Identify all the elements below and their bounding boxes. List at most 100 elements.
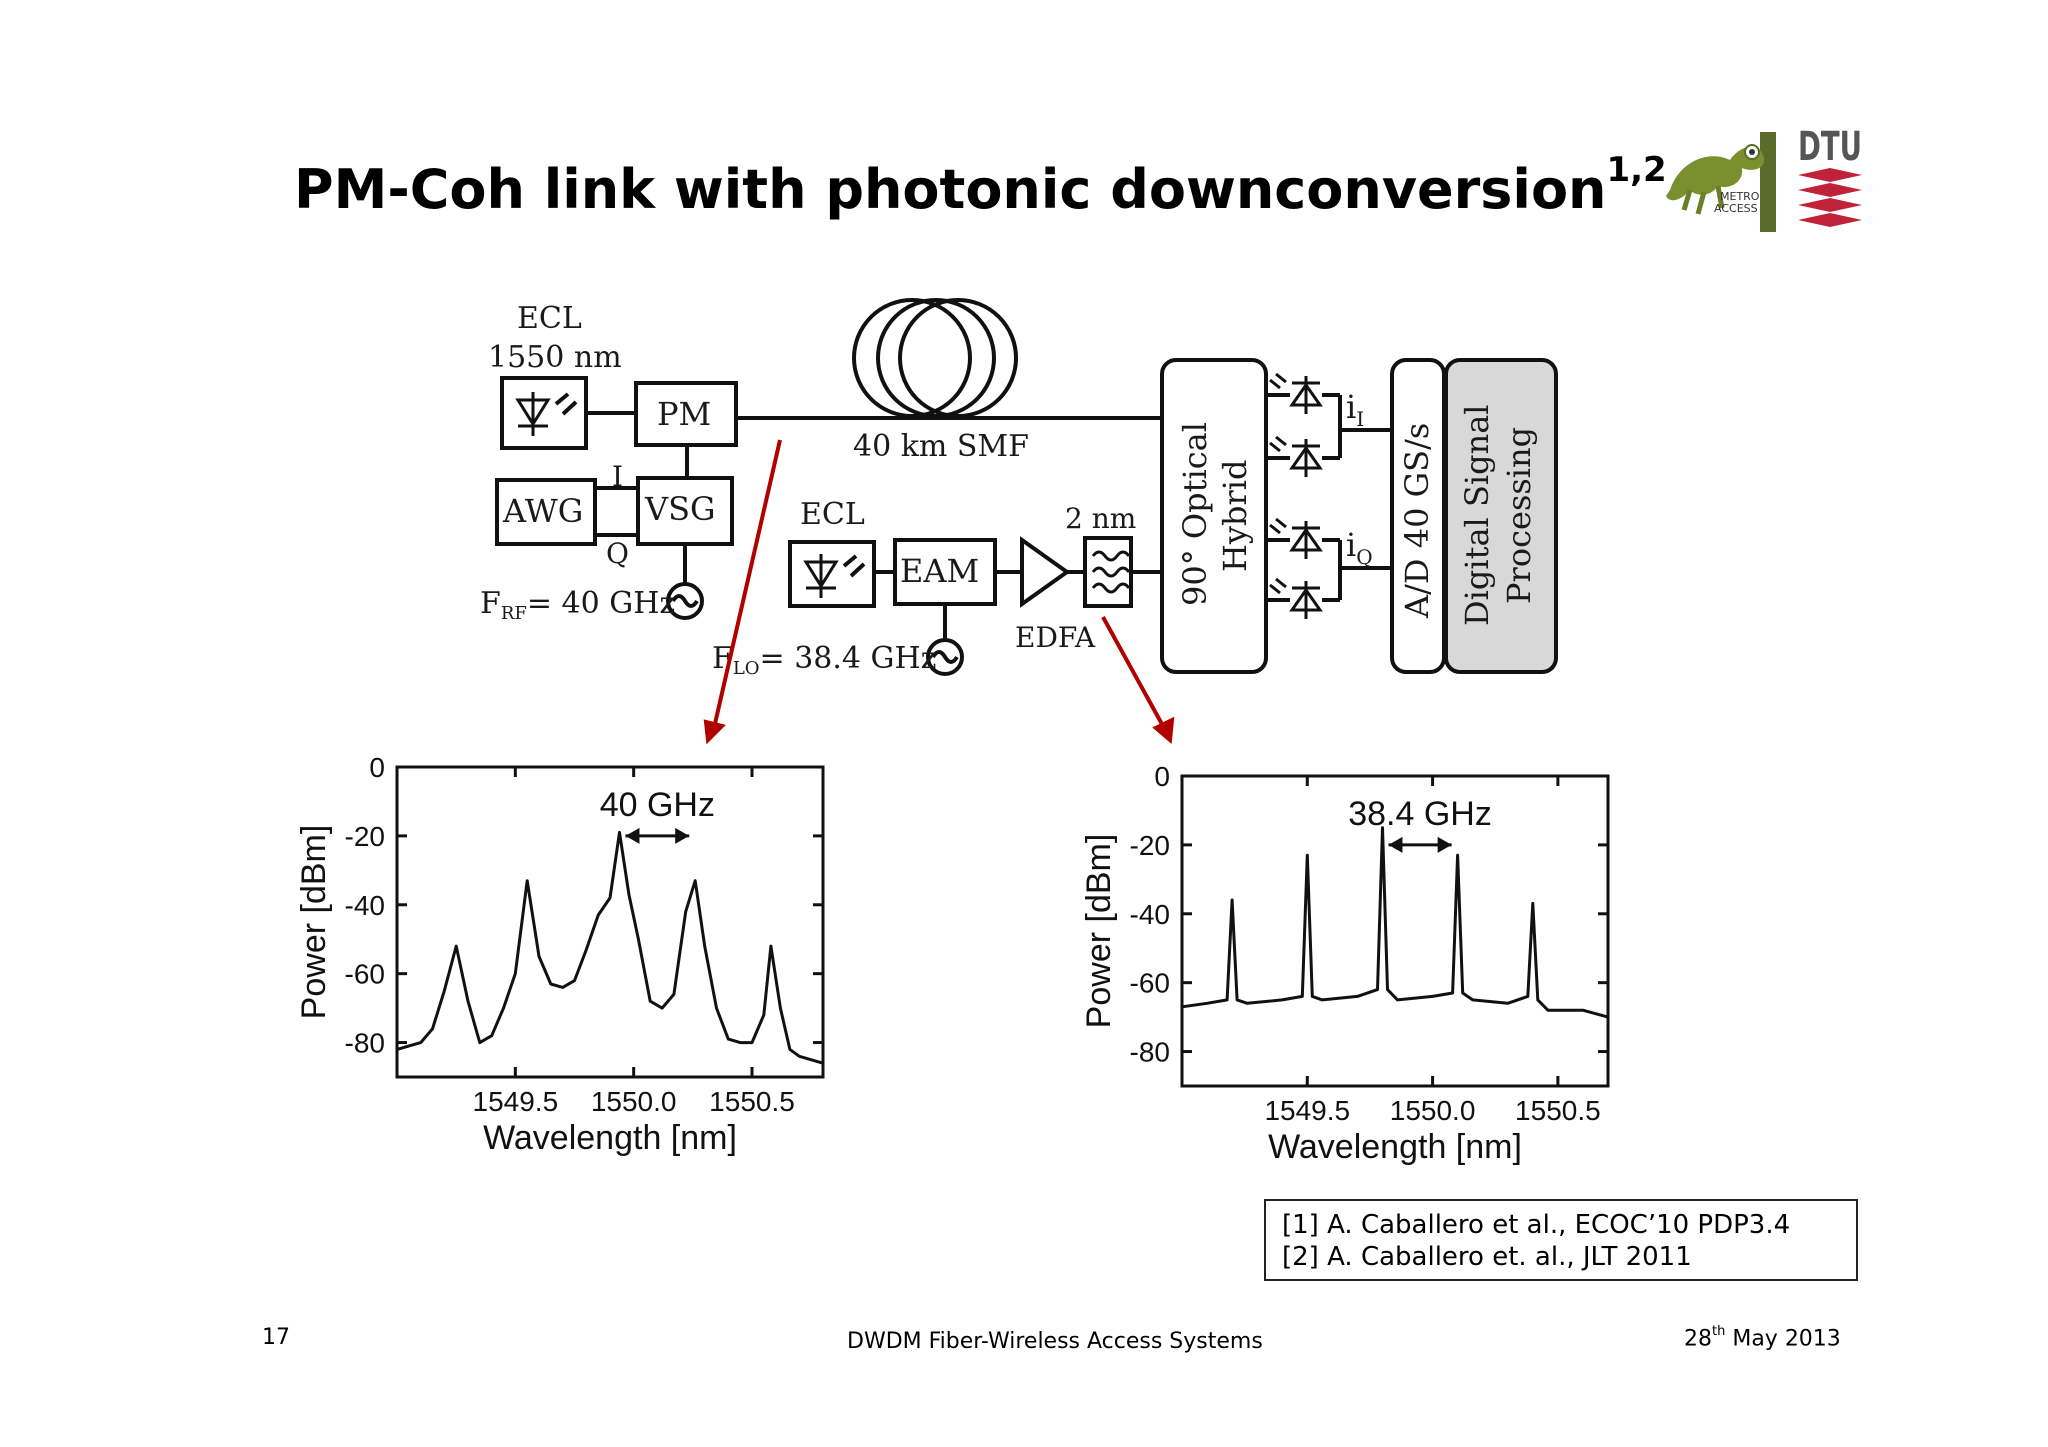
data-point	[685, 911, 687, 913]
ecl2-box	[788, 540, 876, 608]
spacing-annotation: 38.4 GHz	[1348, 795, 1492, 833]
plot-frame	[395, 765, 825, 1079]
data-point	[770, 945, 772, 947]
data-point	[455, 945, 457, 947]
spacing-arrow-head-right	[675, 827, 690, 844]
data-point	[618, 831, 620, 833]
data-point	[637, 938, 639, 940]
data-point	[1181, 1006, 1183, 1008]
iq-sub: Q	[1356, 545, 1372, 569]
iq-main: i	[1346, 526, 1356, 564]
data-point	[1306, 854, 1308, 856]
date-suffix: th	[1712, 1324, 1726, 1339]
data-point	[467, 1000, 469, 1002]
data-point	[1537, 999, 1539, 1001]
arrow-to-right-plot	[1101, 616, 1165, 727]
data-point	[763, 1014, 765, 1016]
laser-diode-2-icon	[803, 554, 866, 598]
y-tick-label: -60	[345, 959, 385, 990]
ecl2-label: ECL	[800, 497, 865, 532]
ii-main: i	[1346, 388, 1356, 426]
data-point	[1301, 995, 1303, 997]
edfa-label: EDFA	[1015, 621, 1096, 654]
data-point	[739, 1042, 741, 1044]
spacing-arrow-head-left	[625, 827, 640, 844]
data-point	[420, 1042, 422, 1044]
metro-text: METRO	[1720, 190, 1760, 203]
data-point	[1311, 995, 1313, 997]
data-point	[1472, 999, 1474, 1001]
iq-label: iQ	[1346, 526, 1373, 569]
x-tick-label: 1550.0	[591, 1086, 677, 1117]
ecl1-label-1: ECL	[517, 301, 582, 336]
data-point	[443, 990, 445, 992]
frf-label: FRF= 40 GHz	[480, 586, 675, 624]
data-point	[1376, 989, 1378, 991]
photodiode-3-icon	[1269, 517, 1323, 559]
frf-sub: RF	[501, 603, 527, 624]
y-tick-label: -40	[1130, 899, 1170, 930]
y-tick-label: -40	[345, 890, 385, 921]
y-tick-label: -80	[345, 1028, 385, 1059]
data-point	[479, 1042, 481, 1044]
data-point	[1547, 1009, 1549, 1011]
y-tick-label: -80	[1130, 1037, 1170, 1068]
y-axis-label: Power [dBm]	[1080, 834, 1118, 1029]
awg-label: AWG	[502, 492, 583, 530]
spacing-arrow-head-right	[1437, 836, 1452, 853]
spectrum-series-line	[396, 830, 824, 1065]
data-point	[649, 1000, 651, 1002]
date-rest: May 2013	[1725, 1326, 1841, 1352]
data-point	[1462, 992, 1464, 994]
data-point	[1231, 899, 1233, 901]
data-point	[1452, 992, 1454, 994]
optical-hybrid-box	[1160, 358, 1268, 674]
edfa-amplifier-icon	[1020, 536, 1071, 608]
ecl1-label-2: 1550 nm	[488, 340, 622, 375]
i-label: I	[612, 460, 623, 493]
data-point	[550, 983, 552, 985]
spectrum-series-line	[1181, 826, 1609, 1019]
data-point	[1397, 999, 1399, 1001]
laser-diode-icon	[515, 392, 578, 436]
data-point	[694, 880, 696, 882]
ii-label: iI	[1346, 388, 1364, 431]
filter-label: 2 nm	[1065, 502, 1136, 535]
data-point	[789, 1048, 791, 1050]
frf-value: = 40 GHz	[527, 586, 675, 621]
data-point	[1381, 827, 1383, 829]
data-point	[1532, 902, 1534, 904]
date-day: 28	[1684, 1326, 1712, 1352]
data-point	[1457, 854, 1459, 856]
data-point	[798, 1055, 800, 1057]
y-tick-label: -20	[345, 821, 385, 852]
y-tick-label: 0	[369, 752, 385, 783]
reference-1: [1] A. Caballero et al., ECOC’10 PDP3.4	[1282, 1210, 1791, 1240]
data-point	[751, 1042, 753, 1044]
y-tick-label: -20	[1130, 830, 1170, 861]
data-point	[609, 897, 611, 899]
data-point	[1236, 999, 1238, 1001]
arrow-head-left	[703, 719, 726, 745]
arrow-head-right	[1152, 716, 1175, 745]
vsg-label: VSG	[644, 490, 716, 528]
data-point	[514, 973, 516, 975]
rf-oscillator-icon	[666, 582, 704, 620]
fiber-label: 40 km SMF	[853, 429, 1029, 464]
data-point	[1356, 995, 1358, 997]
data-point	[538, 955, 540, 957]
dtu-logo: DTU	[1798, 124, 1862, 227]
flo-label: FLO= 38.4 GHz	[712, 641, 937, 679]
data-point	[585, 949, 587, 951]
reference-2: [2] A. Caballero et. al., JLT 2011	[1282, 1242, 1692, 1272]
data-point	[396, 1048, 398, 1050]
title-superscript: 1,2	[1606, 150, 1667, 190]
fiber-coil-icon	[852, 298, 1018, 418]
data-point	[597, 914, 599, 916]
x-tick-label: 1550.5	[1515, 1095, 1601, 1126]
y-axis-label: Power [dBm]	[295, 825, 333, 1020]
title-text: PM-Coh link with photonic downconversion	[294, 158, 1607, 221]
data-point	[1321, 999, 1323, 1001]
optical-filter-icon	[1091, 550, 1131, 594]
